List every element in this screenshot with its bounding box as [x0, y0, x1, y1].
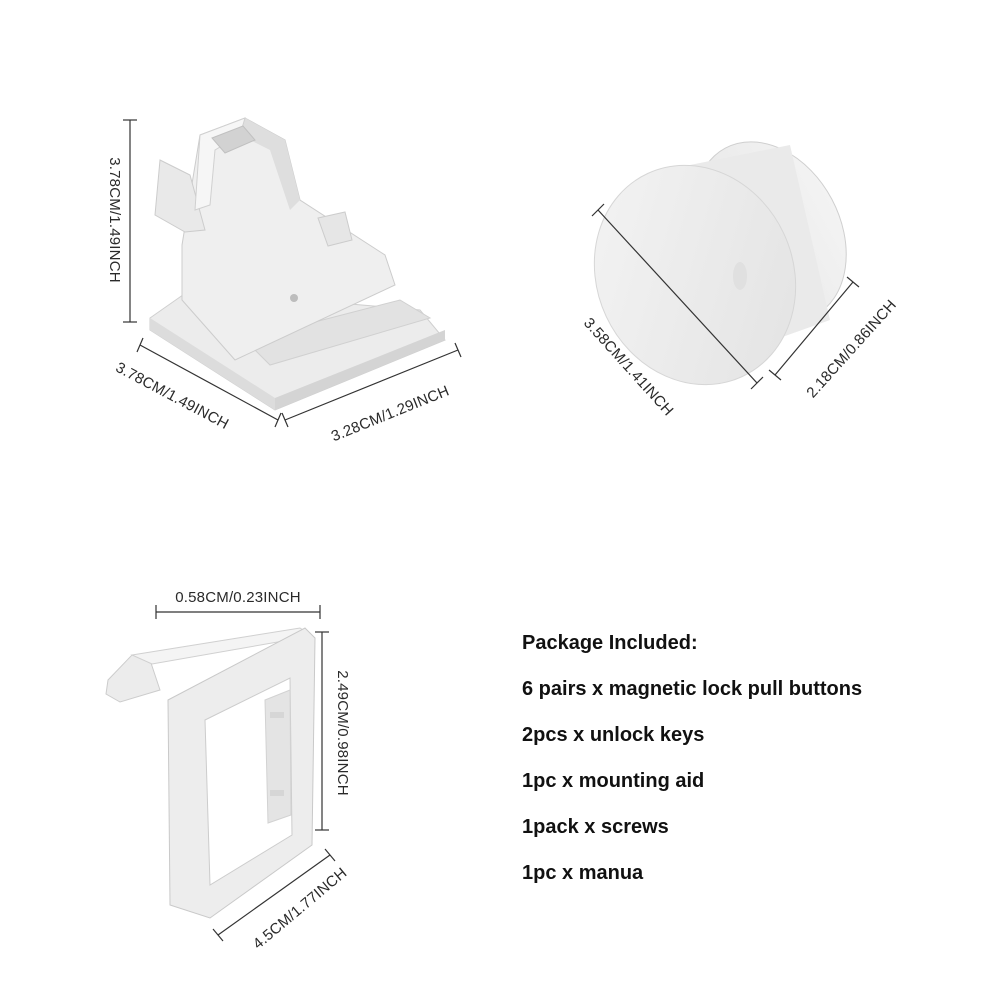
- knob-part: [593, 141, 847, 386]
- package-item: 1pc x manua: [522, 862, 644, 884]
- package-item: 6 pairs x magnetic lock pull buttons: [522, 678, 863, 700]
- package-item: 2pcs x unlock keys: [522, 724, 705, 746]
- latch-height-label: 3.78CM/1.49INCH: [106, 157, 123, 283]
- aid-length-line: [217, 854, 331, 936]
- package-item: 1pc x mounting aid: [522, 770, 705, 792]
- package-item: 1pack x screws: [522, 816, 669, 838]
- knob-depth-line: [774, 281, 854, 376]
- latch-length-line: [139, 344, 279, 421]
- knob-diameter-line: [597, 209, 758, 384]
- latch-width-line: [284, 349, 459, 421]
- package-list: Package Included: 6 pairs x magnetic loc…: [522, 620, 862, 896]
- package-title: Package Included:: [522, 632, 698, 654]
- aid-height-label: 2.49CM/0.98INCH: [334, 670, 351, 796]
- latch-part: [149, 117, 446, 411]
- mounting-aid-part: [105, 627, 316, 919]
- latch-width-label: 3.28CM/1.29INCH: [329, 382, 452, 445]
- aid-thickness-label: 0.58CM/0.23INCH: [175, 589, 301, 606]
